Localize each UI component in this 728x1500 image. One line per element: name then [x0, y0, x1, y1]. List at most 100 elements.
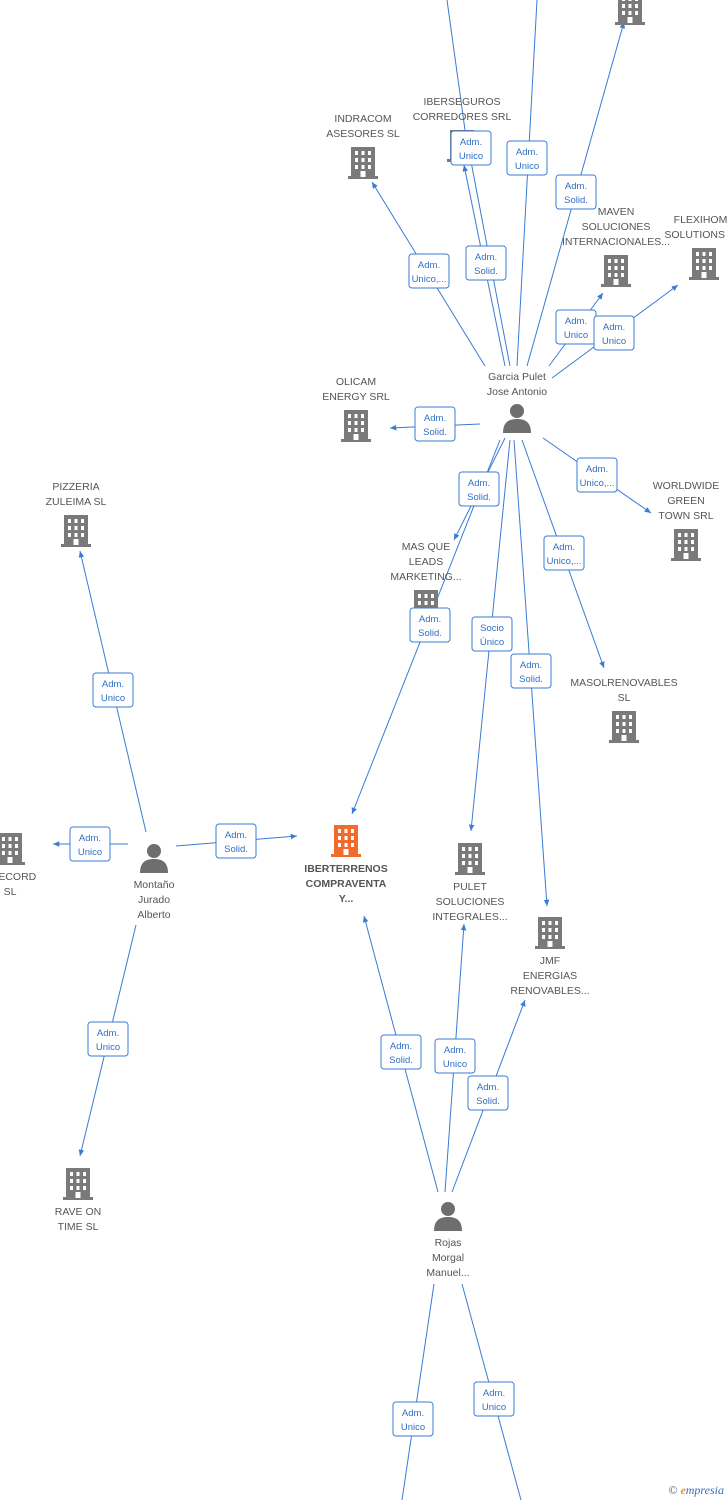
building-icon — [689, 248, 719, 280]
building-icon — [61, 515, 91, 547]
edge-label-box — [215, 823, 257, 859]
edge-label-box — [434, 1038, 476, 1074]
edge-label[interactable]: Adm.Unico — [87, 1021, 129, 1057]
node-iberterrenos[interactable]: IBERTERRENOSCOMPRAVENTAY... — [304, 825, 388, 905]
building-icon — [535, 917, 565, 949]
edge-label-box — [69, 826, 111, 862]
node-label-line: Jurado — [138, 894, 170, 906]
edge-label[interactable]: Adm.Unico — [450, 130, 492, 166]
edge-label[interactable]: Adm.Unico — [555, 309, 597, 345]
node-label-line: FLEXIHOME — [674, 214, 728, 226]
edge-label-line: Unico — [401, 1422, 425, 1433]
edge-label[interactable]: Adm.Solid. — [555, 174, 597, 210]
edge-label[interactable]: Adm.Unico — [69, 826, 111, 862]
edge-label-line: Adm. — [477, 1082, 499, 1093]
edge-label[interactable]: Adm.Solid. — [510, 653, 552, 689]
edge-label-box — [87, 1021, 129, 1057]
edge-label[interactable]: Adm.Solid. — [458, 471, 500, 507]
node-pulet[interactable]: PULETSOLUCIONESINTEGRALES... — [432, 843, 508, 923]
edge-label-box — [467, 1075, 509, 1111]
edge-label[interactable]: Adm.Unico — [434, 1038, 476, 1074]
edge-label[interactable]: Adm.Unico — [473, 1381, 515, 1417]
node-label-line: MAVEN — [598, 206, 635, 218]
edge-label[interactable]: Adm.Unico — [92, 672, 134, 708]
edge-label-line: Adm. — [102, 679, 124, 690]
edge-label-line: Único — [480, 637, 504, 648]
edge-label[interactable]: Adm.Solid. — [465, 245, 507, 281]
node-label-line: SL — [618, 692, 631, 704]
edge-label-box — [593, 315, 635, 351]
edge-label-line: Unico — [482, 1402, 506, 1413]
edge-label-line: Unico,... — [547, 556, 582, 567]
building-icon — [455, 843, 485, 875]
node-label-line: JMF — [540, 955, 560, 967]
edge-label[interactable]: Adm. Unico — [392, 1401, 434, 1437]
node-masqueleads[interactable]: MAS QUELEADSMARKETING... — [390, 541, 462, 622]
edge-label-line: Adm. — [586, 464, 608, 475]
edge-label-line: Unico,... — [412, 274, 447, 285]
node-label-line: Morgal — [432, 1252, 464, 1264]
empresia-watermark: © empresia — [668, 1483, 724, 1498]
edge-label-line: Solid. — [474, 266, 498, 277]
edge-label[interactable]: Adm.Solid. — [215, 823, 257, 859]
edge-label-line: Socio — [480, 623, 504, 634]
person-icon — [503, 404, 531, 433]
person-icon — [434, 1202, 462, 1231]
node-label-line: SOLUTIONS S... — [664, 229, 728, 241]
edge-line — [516, 0, 538, 367]
edge-label[interactable]: Adm.Unico,... — [576, 457, 618, 493]
node-label-line: MAS QUE — [402, 541, 450, 553]
edge-label-box — [92, 672, 134, 708]
edge-label-line: Adm. — [79, 833, 101, 844]
edge-label-line: Adm. — [460, 137, 482, 148]
edge-label-box — [473, 1381, 515, 1417]
building-icon — [0, 833, 25, 865]
edge-label[interactable]: Adm.Unico,... — [543, 535, 585, 571]
edge-label[interactable]: Adm.Solid. — [467, 1075, 509, 1111]
node-maven[interactable]: MAVENSOLUCIONESINTERNACIONALES... — [562, 206, 670, 287]
edge-label[interactable]: Adm.Unico — [506, 140, 548, 176]
building-icon — [348, 147, 378, 179]
edge-label[interactable]: Adm.Solid. — [380, 1034, 422, 1070]
node-label-line: Rojas — [435, 1237, 462, 1249]
node-top-building[interactable] — [615, 0, 645, 25]
edge-label[interactable]: Adm. Unico — [593, 315, 635, 351]
edge-label-line: Adm. — [390, 1041, 412, 1052]
node-rojas[interactable]: RojasMorgalManuel... — [426, 1202, 470, 1279]
edge-label-box — [576, 457, 618, 493]
edge-label[interactable]: Adm. Unico,... — [408, 253, 450, 289]
edge-label-line: Adm. — [402, 1408, 424, 1419]
node-label-line: TOWN SRL — [658, 510, 713, 522]
building-icon — [331, 825, 361, 857]
node-label-line: INTERNACIONALES... — [562, 236, 670, 248]
edge-label-line: Adm. — [418, 260, 440, 271]
node-jmf[interactable]: JMFENERGIASRENOVABLES... — [510, 917, 590, 997]
edge-label-box — [555, 174, 597, 210]
edge-label-line: Solid. — [418, 628, 442, 639]
node-label-line: ZULEIMA SL — [46, 496, 107, 508]
node-label-line: PULET — [453, 881, 487, 893]
node-arecord[interactable]: ARECORDSL — [0, 833, 37, 898]
edge-label[interactable]: Adm.Solid. — [414, 406, 456, 442]
node-flexihome[interactable]: FLEXIHOME SOLUTIONS S... — [664, 214, 728, 280]
edge-label-line: Adm. — [603, 322, 625, 333]
edge-label-box — [450, 130, 492, 166]
edge-label-line: Unico — [564, 330, 588, 341]
edge-label-line: Adm. — [468, 478, 490, 489]
edge-label-line: Unico — [602, 336, 626, 347]
edge-label[interactable]: Adm.Solid. — [409, 607, 451, 643]
node-label-line: OLICAM — [336, 376, 376, 388]
edge-label-line: Adm. — [225, 830, 247, 841]
edge-label-line: Solid. — [423, 427, 447, 438]
edge-label-box — [458, 471, 500, 507]
